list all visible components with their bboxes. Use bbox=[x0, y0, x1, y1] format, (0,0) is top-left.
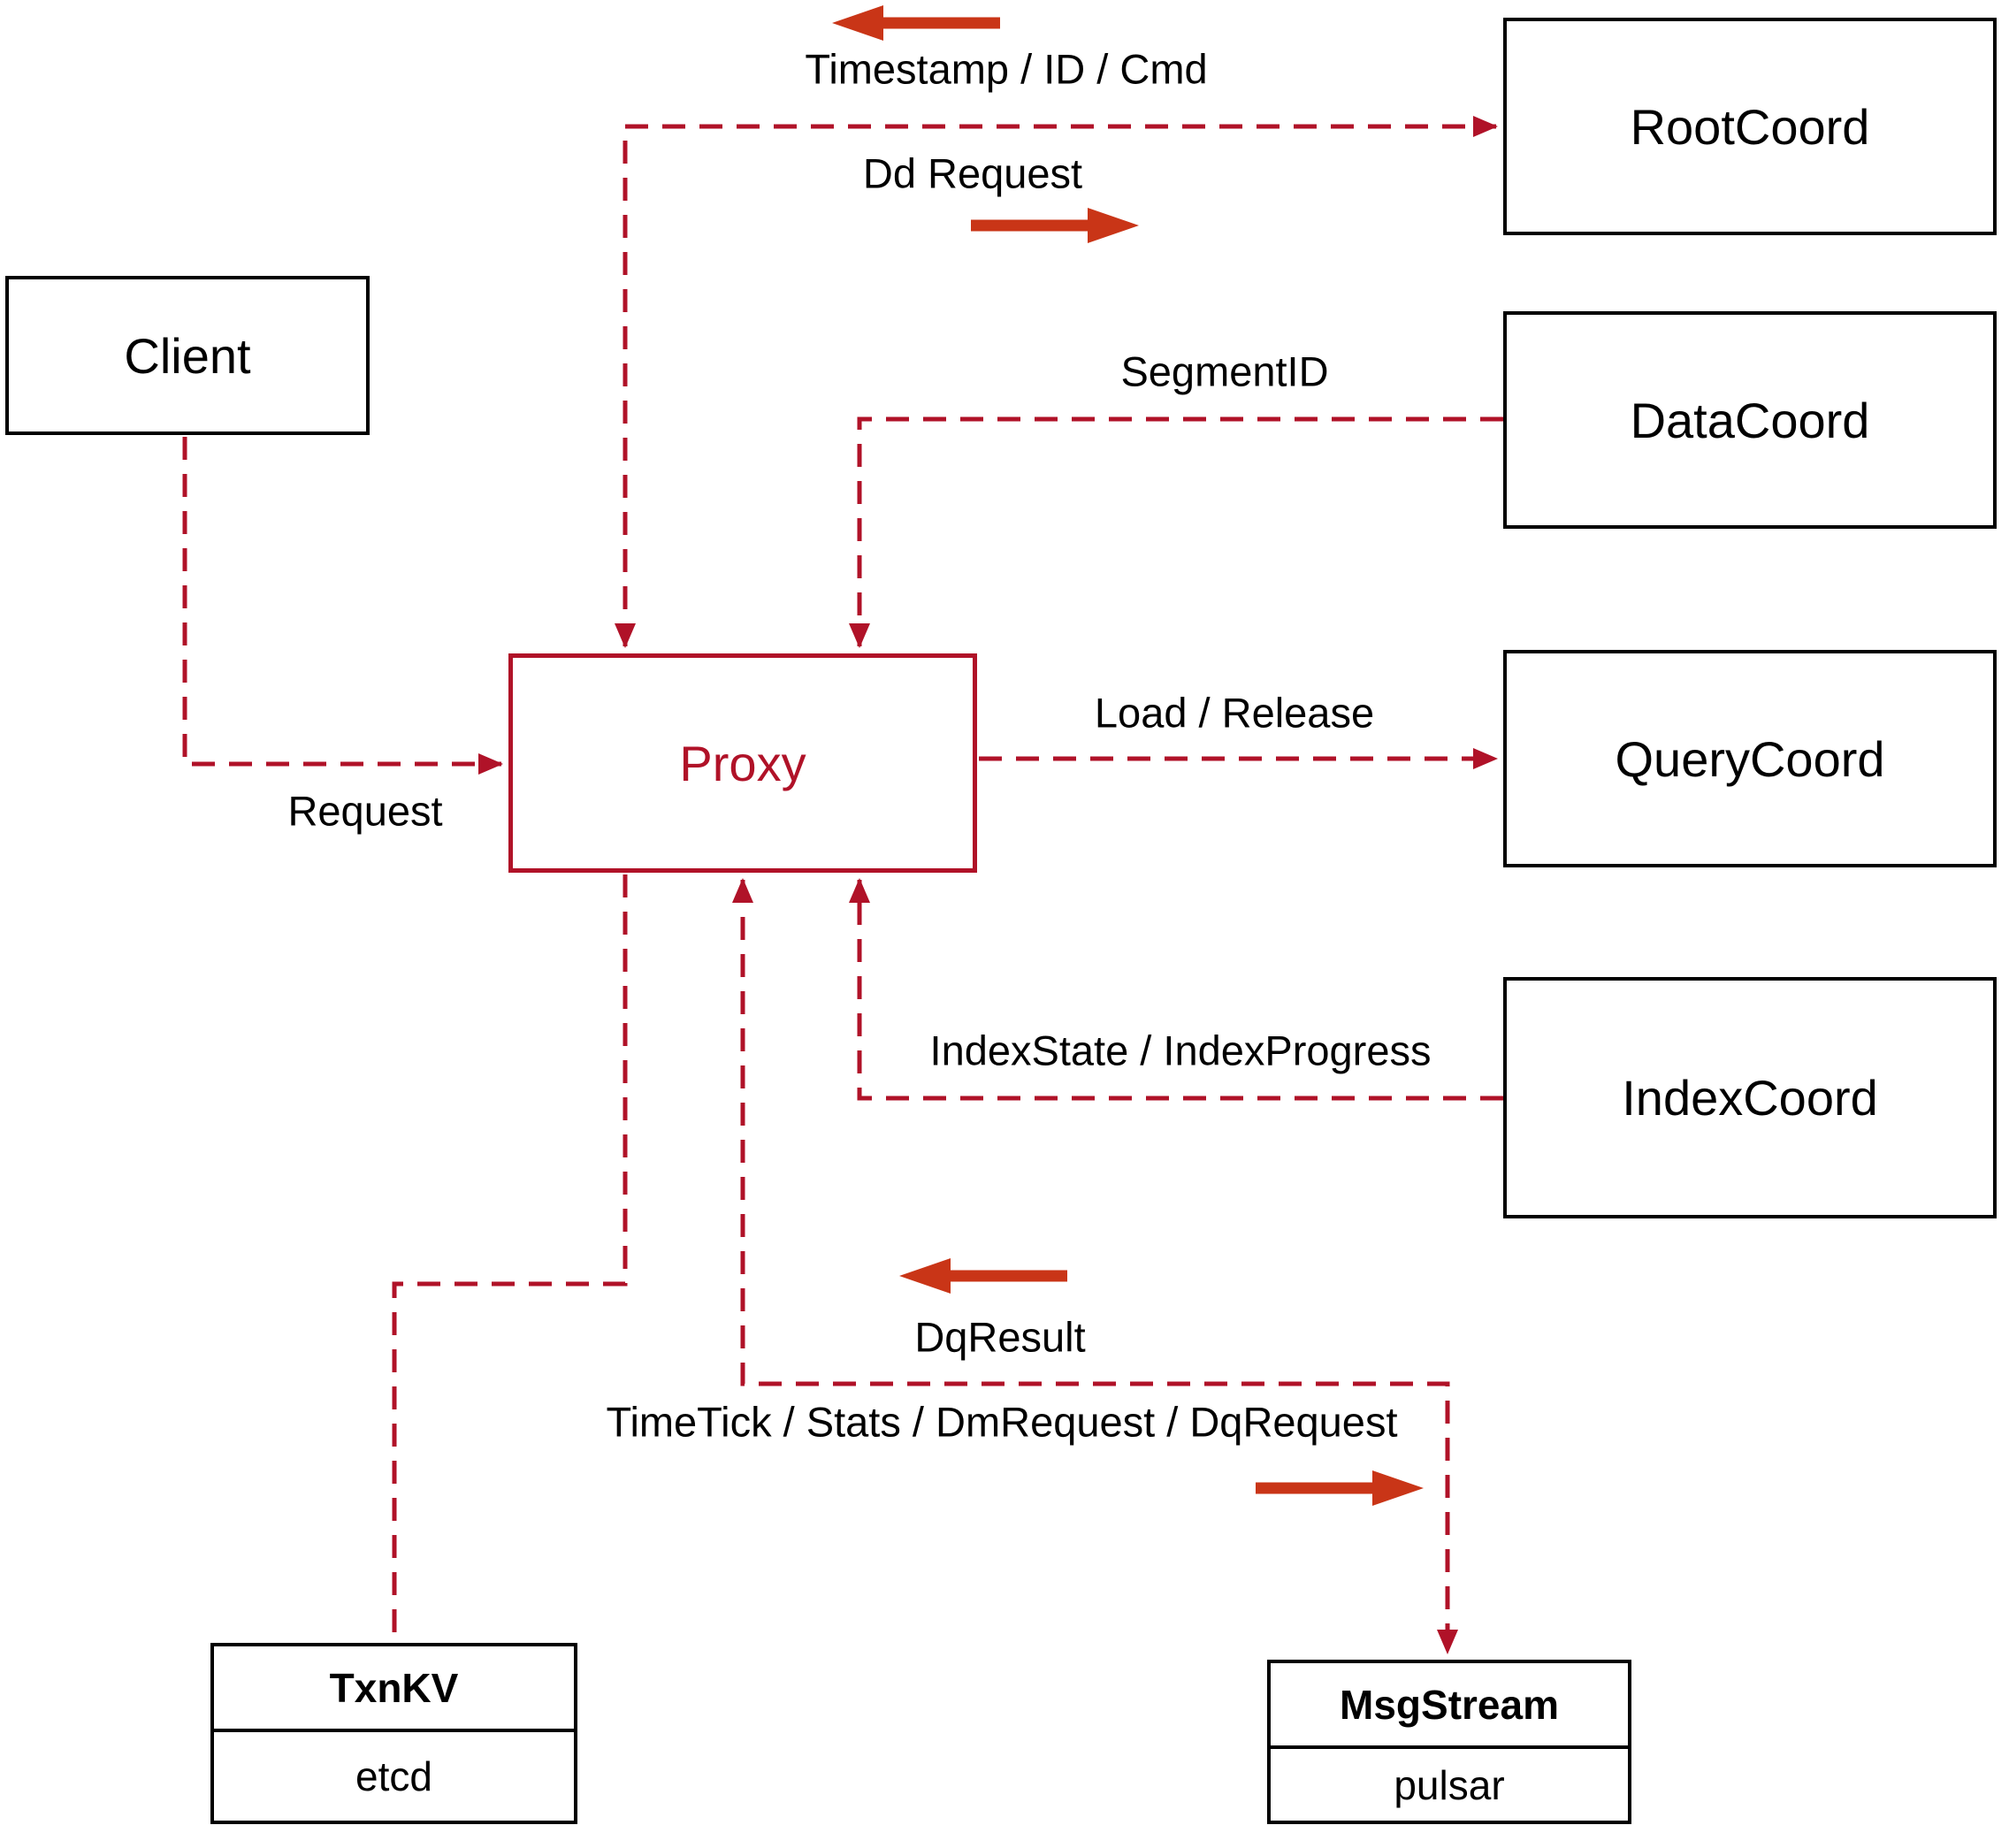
client-node: Client bbox=[5, 276, 370, 435]
indexcoord-label: IndexCoord bbox=[1622, 1070, 1878, 1126]
datacoord-node: DataCoord bbox=[1503, 311, 1997, 529]
txnkv-title: TxnKV bbox=[214, 1646, 574, 1732]
querycoord-node: QueryCoord bbox=[1503, 650, 1997, 867]
edge-datacoord-proxy bbox=[849, 416, 1503, 648]
querycoord-label: QueryCoord bbox=[1615, 730, 1885, 787]
client-label: Client bbox=[124, 327, 251, 384]
proxy-label: Proxy bbox=[679, 735, 806, 791]
arrow-right-icon bbox=[971, 208, 1139, 243]
edge-label-dq-result: DqResult bbox=[914, 1313, 1086, 1361]
edge-label-index-state: IndexState / IndexProgress bbox=[929, 1027, 1432, 1074]
indexcoord-node: IndexCoord bbox=[1503, 977, 1997, 1218]
edge-client-proxy bbox=[182, 437, 503, 775]
edge-label-dd-request: Dd Request bbox=[862, 149, 1083, 197]
txnkv-node: TxnKV etcd bbox=[210, 1643, 577, 1824]
arrow-right-icon bbox=[1256, 1470, 1424, 1506]
txnkv-subtitle: etcd bbox=[355, 1753, 432, 1799]
datacoord-label: DataCoord bbox=[1630, 392, 1870, 448]
arrow-left-icon bbox=[832, 5, 1000, 41]
proxy-node: Proxy bbox=[508, 653, 977, 873]
edge-label-request: Request bbox=[287, 787, 443, 835]
rootcoord-label: RootCoord bbox=[1630, 98, 1870, 155]
edge-label-timestamp-id-cmd: Timestamp / ID / Cmd bbox=[805, 45, 1208, 93]
edge-proxy-msgstream bbox=[732, 878, 1458, 1654]
edge-proxy-txnkv bbox=[392, 874, 628, 1641]
msgstream-node: MsgStream pulsar bbox=[1267, 1660, 1631, 1824]
edge-proxy-rootcoord bbox=[615, 116, 1498, 648]
edge-label-load-release: Load / Release bbox=[1094, 689, 1375, 737]
msgstream-title: MsgStream bbox=[1271, 1663, 1628, 1749]
arrow-left-icon bbox=[899, 1258, 1067, 1294]
msgstream-subtitle: pulsar bbox=[1394, 1761, 1505, 1808]
edge-label-segment-id: SegmentID bbox=[1120, 347, 1329, 395]
edge-label-time-tick: TimeTick / Stats / DmRequest / DqRequest bbox=[606, 1398, 1398, 1446]
rootcoord-node: RootCoord bbox=[1503, 18, 1997, 235]
